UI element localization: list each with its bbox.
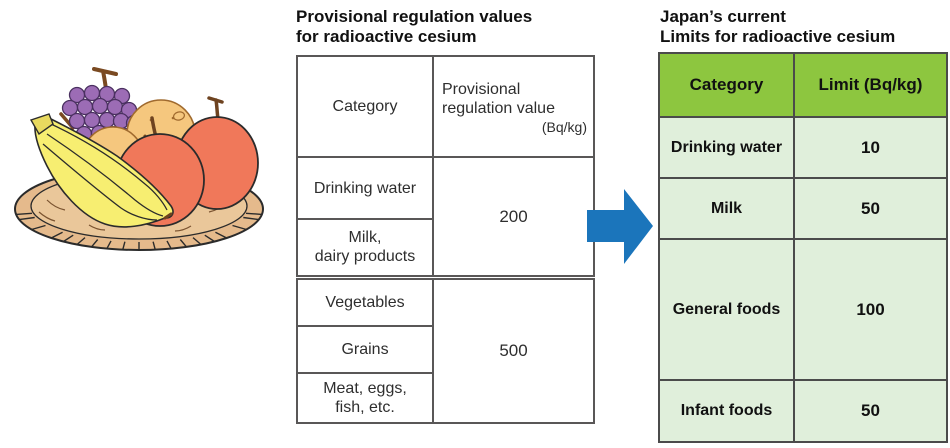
- value-cell-200: 200: [432, 156, 595, 278]
- table-row: Infant foods 50: [658, 379, 948, 443]
- table-row: Milk, dairy products: [296, 218, 594, 278]
- table-row: General foods 100: [658, 238, 948, 381]
- table-row: Milk 50: [658, 177, 948, 240]
- category-cell-infant-foods: Infant foods: [658, 379, 795, 443]
- current-limit-header: Limit (Bq/kg): [793, 52, 948, 118]
- category-cell-vegetables: Vegetables: [296, 274, 434, 327]
- provisional-table: Category Provisional regulation value (B…: [296, 55, 595, 424]
- table-row: Drinking water 200: [296, 156, 595, 278]
- fruit-basket-icon: [14, 67, 264, 251]
- provisional-header-row: Category Provisional regulation value (B…: [296, 55, 595, 158]
- provisional-category-header: Category: [296, 55, 434, 158]
- right-arrow-icon: [587, 189, 653, 264]
- table-row: Meat, eggs, fish, etc.: [296, 372, 594, 424]
- table-row: Drinking water 10: [658, 116, 948, 179]
- limit-cell-milk: 50: [793, 177, 948, 240]
- category-cell-milk-dairy: Milk, dairy products: [296, 218, 434, 278]
- basket-braid: [16, 212, 262, 250]
- category-cell-drinking-water: Drinking water: [296, 156, 434, 220]
- banana-stalk: [29, 113, 54, 136]
- provisional-table-title: Provisional regulation values for radioa…: [296, 7, 533, 46]
- current-limits-table: Category Limit (Bq/kg) Drinking water 10…: [658, 52, 948, 443]
- current-header-row: Category Limit (Bq/kg): [658, 52, 948, 118]
- limit-cell-drinking-water: 10: [793, 116, 948, 179]
- category-cell-grains: Grains: [296, 325, 434, 374]
- bananas: [29, 113, 174, 228]
- provisional-value-unit: (Bq/kg): [541, 119, 587, 135]
- current-category-header: Category: [658, 52, 795, 118]
- limit-cell-general-foods: 100: [793, 238, 948, 381]
- category-cell-meat-eggs-fish: Meat, eggs, fish, etc.: [296, 372, 434, 424]
- table-row: Grains: [296, 325, 594, 374]
- category-cell-milk: Milk: [658, 177, 795, 240]
- provisional-value-header: Provisional regulation value (Bq/kg): [432, 55, 595, 158]
- current-table-title: Japan’s current Limits for radioactive c…: [660, 7, 896, 46]
- category-cell-drinking-water: Drinking water: [658, 116, 795, 179]
- provisional-value-header-label: Provisional regulation value: [442, 81, 555, 117]
- category-cell-general-foods: General foods: [658, 238, 795, 381]
- table-row: Vegetables 500: [296, 274, 595, 424]
- limit-cell-infant-foods: 50: [793, 379, 948, 443]
- value-cell-500: 500: [432, 274, 595, 424]
- fruit-basket-illustration: [5, 60, 280, 282]
